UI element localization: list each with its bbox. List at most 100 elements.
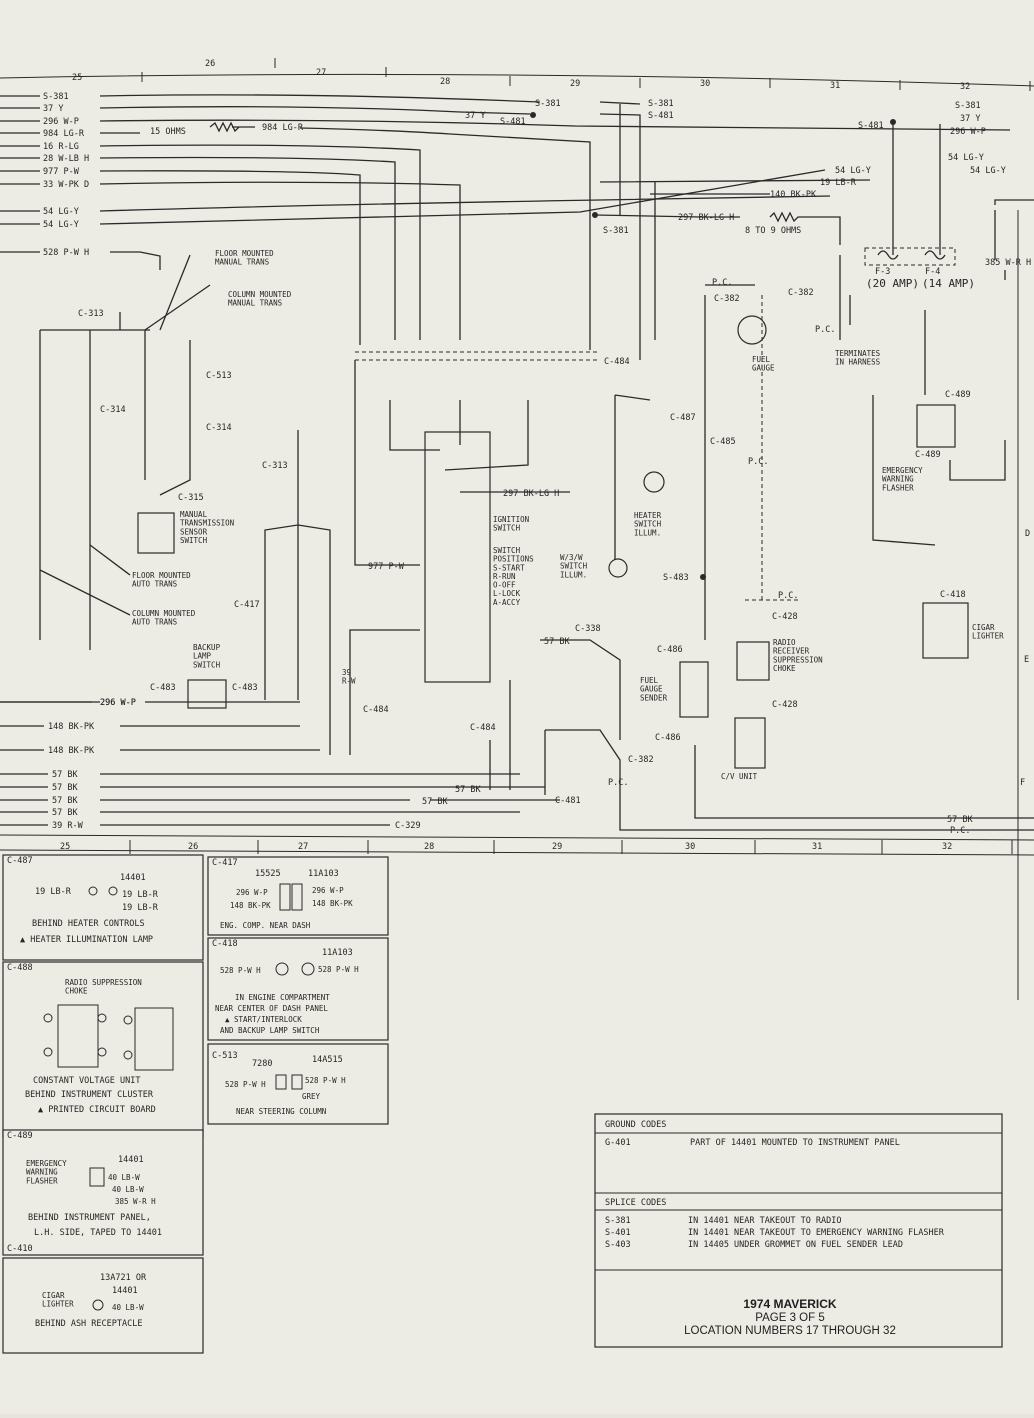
grid-bottom-label: 31 <box>812 842 822 852</box>
panel-c513-grey: GREY <box>302 1092 321 1101</box>
splice-code: S-401 <box>605 1228 631 1238</box>
connector-block-icon-4 <box>291 1074 303 1090</box>
right-wire-label: 296 W-P <box>950 127 986 137</box>
diagram-title: 1974 MAVERICK <box>743 1297 836 1311</box>
left-wire-label: 57 BK <box>52 770 78 780</box>
zone-letter-f: F <box>1020 778 1025 788</box>
fuel-gauge-sender <box>679 661 709 718</box>
panel-c417-l1: 296 W-P <box>236 888 268 897</box>
left-wire-label: 16 R-LG <box>43 142 79 152</box>
connector-c485-label: C-485 <box>710 437 736 447</box>
left-wire-label: 148 BK-PK <box>48 746 95 756</box>
splice-dot <box>530 112 536 118</box>
connector-c486b-label: C-486 <box>655 733 681 743</box>
panel-c513-note: NEAR STEERING COLUMN <box>236 1107 326 1116</box>
panel-c418-note2: NEAR CENTER OF DASH PANEL <box>215 1004 328 1013</box>
connector-female-icon <box>108 886 118 896</box>
panel-c410-part2: 14401 <box>112 1286 138 1296</box>
splice-s481b-label: S-481 <box>648 111 674 121</box>
panel-c417-part2: 11A103 <box>308 869 339 879</box>
panel-c488-note2: BEHIND INSTRUMENT CLUSTER <box>25 1090 154 1100</box>
panel-c417: C-417 15525 11A103 296 W-P 148 BK-PK 296… <box>207 856 389 936</box>
left-wire-label: 39 R-W <box>52 821 84 831</box>
connector-c417-label: C-417 <box>234 600 260 610</box>
connector-c382b-label: C-382 <box>628 755 654 765</box>
wire-296wp-label: 296 W-P <box>100 698 136 708</box>
connector-c489-label: C-489 <box>945 390 971 400</box>
right-wire-label: 385 W-R H <box>985 258 1031 268</box>
left-wire-label: 54 LG-Y <box>43 207 79 217</box>
splice-codes-title: SPLICE CODES <box>605 1198 666 1208</box>
panel-c513-right: 528 P-W H <box>305 1076 346 1085</box>
panel-c489-note1: BEHIND INSTRUMENT PANEL, <box>28 1213 151 1223</box>
splice-s381b-label: S-381 <box>648 99 674 109</box>
connector-c382c-label: C-382 <box>788 288 814 298</box>
connector-female-icon-2 <box>301 962 315 976</box>
wire-37y-label: 37 Y <box>465 111 485 121</box>
panel-c513-left: 528 P-W H <box>225 1080 266 1089</box>
right-wire-label: 54 LG-Y <box>948 153 984 163</box>
panel-c417-r2: 148 BK-PK <box>312 899 353 908</box>
grid-bottom-label: 28 <box>424 842 434 852</box>
right-wire-label: 37 Y <box>960 114 980 124</box>
connector-c489b-label: C-489 <box>915 450 941 460</box>
connector-c483b-label: C-483 <box>232 683 258 693</box>
location-numbers: LOCATION NUMBERS 17 THROUGH 32 <box>684 1325 896 1337</box>
panel-c418-title: C-418 <box>212 939 238 949</box>
constant-voltage-unit <box>734 717 766 769</box>
wire-57bk-mid-label: 57 BK <box>422 797 448 807</box>
pc-label-1: P.C. <box>712 278 732 288</box>
grid-top-label: 30 <box>700 79 710 89</box>
grid-top-label: 31 <box>830 81 840 91</box>
panel-c489-part: 14401 <box>118 1155 144 1165</box>
connector-c382-label: C-382 <box>714 294 740 304</box>
panel-c410-wire: 40 LB-W <box>112 1303 144 1312</box>
connector-block-icon <box>279 883 291 911</box>
panel-c489-w3: 385 W-R H <box>115 1197 156 1206</box>
panel-c417-note: ENG. COMP. NEAR DASH <box>220 921 311 930</box>
connector-c484-label: C-484 <box>363 705 389 715</box>
fuse-f3-amp: (20 AMP) <box>866 277 919 290</box>
splice-s481-label: S-481 <box>500 117 526 127</box>
right-wire-label: 54 LG-Y <box>970 166 1006 176</box>
page-number: PAGE 3 OF 5 <box>755 1312 824 1324</box>
pc-label-4: P.C. <box>778 591 798 601</box>
left-wire-label: 33 W-PK D <box>43 180 89 190</box>
connector-c483-label: C-483 <box>150 683 176 693</box>
panel-c487-part: 14401 <box>120 873 146 883</box>
panel-c418-left: 528 P-W H <box>220 966 261 975</box>
panel-c410-note: BEHIND ASH RECEPTACLE <box>35 1319 142 1329</box>
fuel-gauge-icon <box>737 315 767 345</box>
connector-c410-label: C-418 <box>940 590 966 600</box>
panel-c513-part1: 7280 <box>252 1059 272 1069</box>
panel-c488-note1: CONSTANT VOLTAGE UNIT <box>33 1076 140 1086</box>
splice-s483-label: S-483 <box>663 573 689 583</box>
panel-c489-title: C-489 <box>7 1131 33 1141</box>
grid-top-label: 29 <box>570 79 580 89</box>
grid-top-label: 25 <box>72 73 82 83</box>
left-wire-label: 148 BK-PK <box>48 722 95 732</box>
pc-label-2: P.C. <box>608 778 628 788</box>
panel-c487-left-wire: 19 LB-R <box>35 887 72 897</box>
panel-c417-part1: 15525 <box>255 869 281 879</box>
grid-bottom-label: 29 <box>552 842 562 852</box>
zone-letter-d: D <box>1025 529 1030 539</box>
connector-c484b-label: C-484 <box>470 723 496 733</box>
